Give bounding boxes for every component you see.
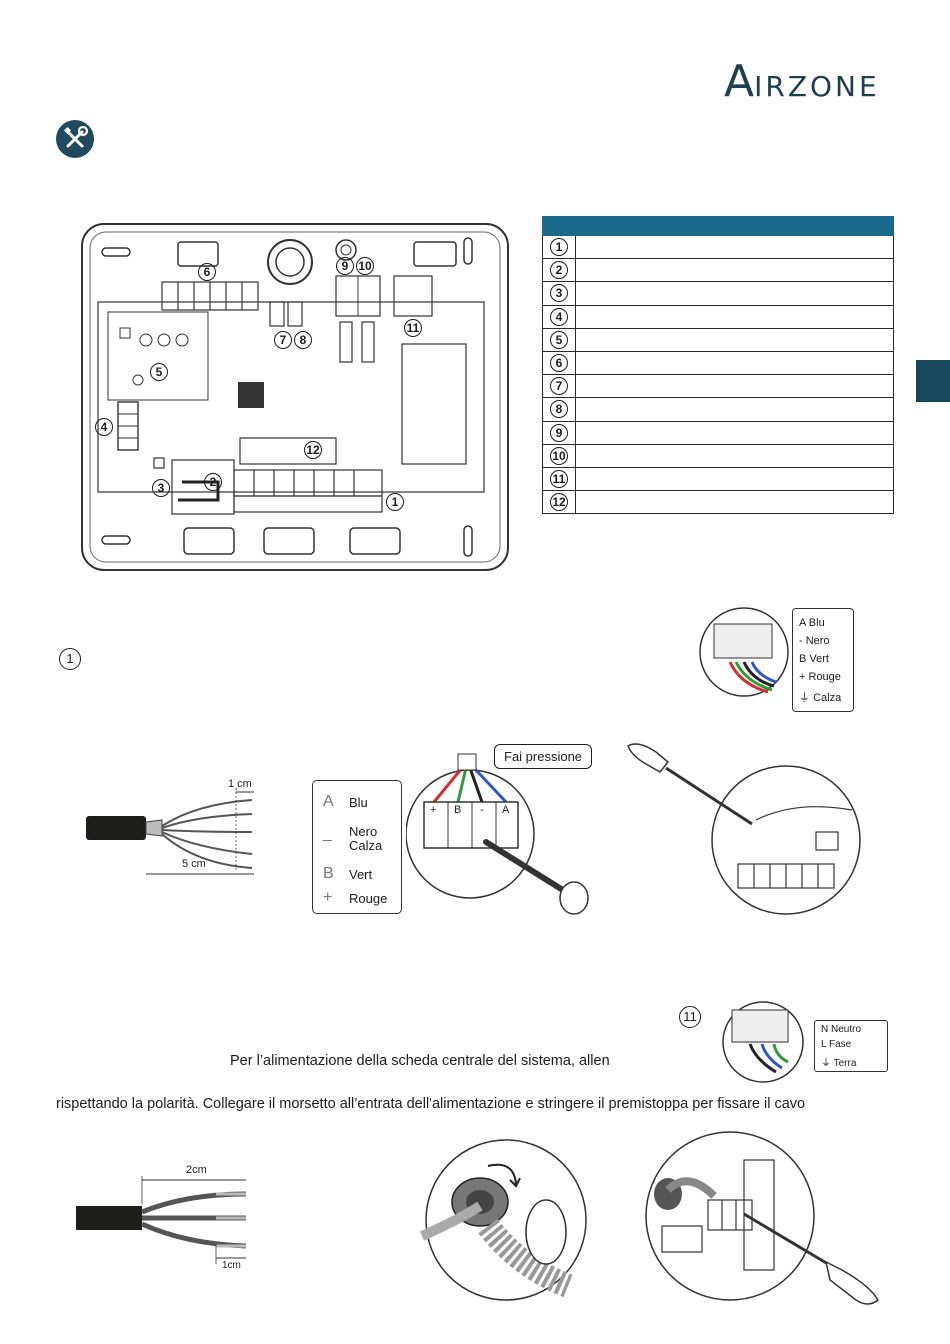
legend-row: 1 <box>542 234 894 260</box>
legend-number-cell: 5 <box>542 327 576 352</box>
legend-number-cell: 3 <box>542 281 576 306</box>
legend-number-cell: 8 <box>542 397 576 422</box>
logo-initial: A <box>724 56 755 107</box>
bus-wire-legend: A Blu - Nero B Vert + Rouge ⏚ Calza <box>792 608 854 712</box>
legend-row: 12 <box>542 490 894 515</box>
legend-number: 4 <box>550 307 568 326</box>
bus-strip-length: 1 cm <box>228 778 252 790</box>
legend-row: 2 <box>542 258 894 283</box>
legend-description-cell <box>575 443 894 468</box>
board-marker: 3 <box>152 479 170 497</box>
terminal-label: - <box>480 804 484 816</box>
board-marker: 5 <box>150 363 168 381</box>
terminal-label: B <box>454 804 462 816</box>
bus-sheath-length: 5 cm <box>182 858 206 870</box>
bus-connector-detail: A Blu - Nero B Vert + Rouge ⏚ Calza <box>696 606 860 716</box>
legend-description-cell <box>575 258 894 283</box>
power-wire-legend: N Neutro L Fase ⏚ Terra <box>814 1020 888 1072</box>
power-section-marker: 11 <box>679 1006 701 1028</box>
legend-row: 11 <box>542 466 894 492</box>
legend-number: 11 <box>550 469 568 488</box>
legend-number-cell: 9 <box>542 420 576 445</box>
legend-row: 6 <box>542 350 894 376</box>
legend-description-cell <box>575 466 894 492</box>
power-text-line-2: rispettando la polarità. Collegare il mo… <box>56 1096 806 1112</box>
power-connector-detail <box>722 1000 804 1084</box>
press-callout: Fai pressione <box>494 744 593 769</box>
legend-number-cell: 12 <box>542 490 576 515</box>
power-sheath-length: 2cm <box>186 1164 207 1176</box>
legend-number: 3 <box>550 284 568 303</box>
central-board-diagram: 6 9 10 7 8 11 5 4 12 3 2 1 <box>78 220 514 574</box>
legend-description-cell <box>575 350 894 376</box>
legend-number-cell: 10 <box>542 443 576 468</box>
legend-row: 4 <box>542 304 894 329</box>
legend-row: 5 <box>542 327 894 352</box>
legend-row: 9 <box>542 420 894 445</box>
bus-cable-diagram: 1 cm 5 cm <box>86 778 258 880</box>
legend-number-cell: 4 <box>542 304 576 329</box>
section-tab <box>916 360 950 402</box>
legend-description-cell <box>575 490 894 515</box>
board-marker: 10 <box>356 257 374 275</box>
board-marker: 7 <box>274 331 292 349</box>
legend-number-cell: 6 <box>542 350 576 376</box>
board-marker: 1 <box>386 493 404 511</box>
bus-color-legend: A Blu _ Nero Calza B Vert + Rouge <box>312 780 402 914</box>
legend-number-cell: 11 <box>542 466 576 492</box>
legend-number: 5 <box>550 330 568 349</box>
bus-section-marker: 1 <box>59 648 81 670</box>
board-marker: 12 <box>304 441 322 459</box>
power-cable-diagram: 2cm 1cm <box>76 1164 256 1274</box>
legend-number: 7 <box>550 377 568 396</box>
power-strip-length: 1cm <box>222 1260 241 1271</box>
board-marker: 11 <box>404 319 422 337</box>
power-screwdriver-detail <box>644 1130 884 1310</box>
legend-row: 8 <box>542 397 894 422</box>
legend-number: 12 <box>550 493 568 512</box>
tools-icon <box>56 120 94 158</box>
legend-number: 1 <box>550 238 568 257</box>
cable-gland-detail <box>418 1136 594 1306</box>
legend-description-cell <box>575 234 894 260</box>
terminal-insertion-detail: + B - A <box>405 752 596 922</box>
legend-number-cell: 2 <box>542 258 576 283</box>
airzone-logo: AIRZONE <box>724 56 894 107</box>
legend-number-cell: 7 <box>542 374 576 399</box>
legend-description-cell <box>575 397 894 422</box>
legend-description-cell <box>575 327 894 352</box>
legend-number: 2 <box>550 261 568 280</box>
board-marker: 4 <box>95 418 113 436</box>
legend-description-cell <box>575 374 894 399</box>
legend-number: 8 <box>550 400 568 419</box>
legend-number: 10 <box>550 446 568 465</box>
legend-row: 10 <box>542 443 894 468</box>
power-text-line-1: Per l’alimentazione della scheda central… <box>230 1053 610 1069</box>
legend-number: 6 <box>550 354 568 373</box>
legend-description-cell <box>575 304 894 329</box>
legend-header-row <box>542 216 894 236</box>
legend-number: 9 <box>550 423 568 442</box>
board-marker: 6 <box>198 263 216 281</box>
terminal-label: A <box>502 804 510 816</box>
logo-rest: IRZONE <box>754 70 880 103</box>
terminal-label: + <box>430 804 437 816</box>
board-marker: 8 <box>294 331 312 349</box>
legend-description-cell <box>575 420 894 445</box>
board-marker: 9 <box>336 257 354 275</box>
board-marker: 2 <box>204 473 222 491</box>
screwdriver-clamp-detail <box>626 740 862 916</box>
legend-description-cell <box>575 281 894 306</box>
legend-number-cell: 1 <box>542 234 576 260</box>
legend-row: 7 <box>542 374 894 399</box>
legend-row: 3 <box>542 281 894 306</box>
